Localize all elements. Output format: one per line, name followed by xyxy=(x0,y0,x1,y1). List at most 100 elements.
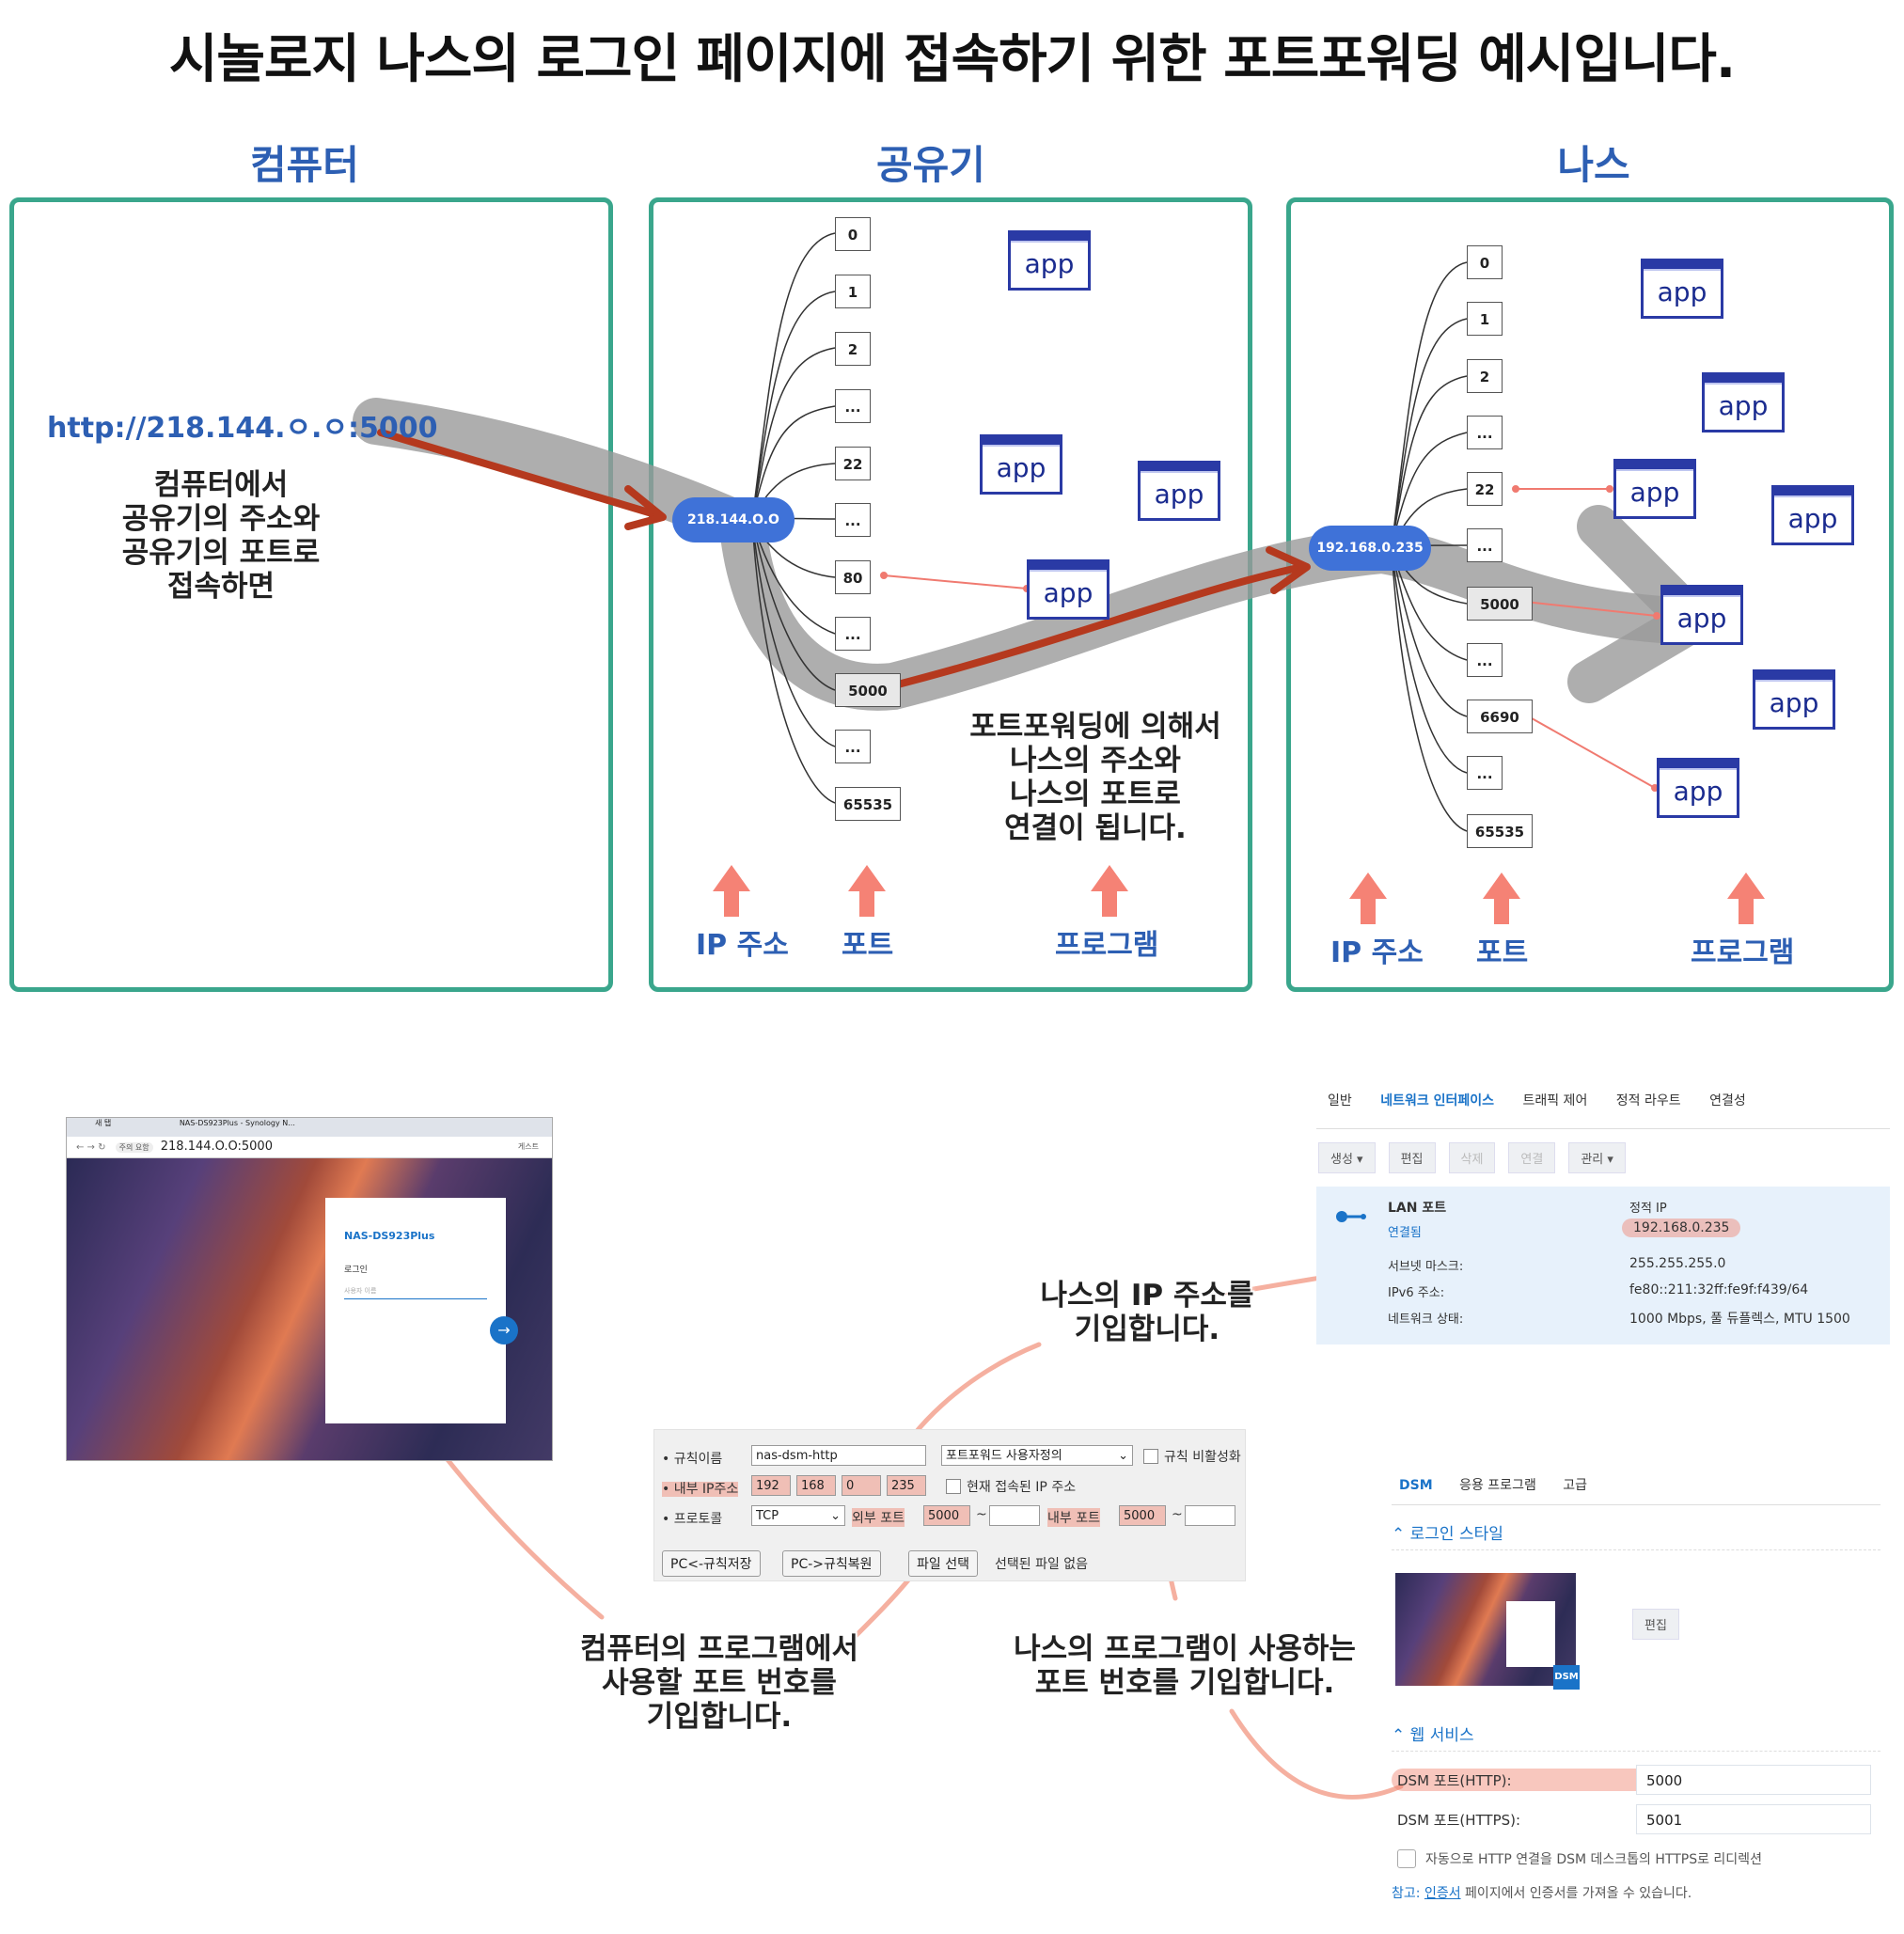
computer-panel xyxy=(9,197,613,992)
browser-tab[interactable]: NAS-DS923Plus - Synology N... xyxy=(179,1119,295,1127)
nas-port: 22 xyxy=(1467,472,1503,506)
nas-port: 0 xyxy=(1467,245,1503,279)
app-window-icon: app xyxy=(1753,669,1835,730)
up-arrows xyxy=(713,865,1765,924)
https-port-label: DSM 포트(HTTPS): xyxy=(1397,1812,1521,1829)
certificate-note: 참고: 인증서 페이지에서 인증서를 가져올 수 있습니다. xyxy=(1392,1886,1692,1901)
tab-dsm[interactable]: DSM xyxy=(1399,1478,1433,1493)
collapse-icon: ⌃ xyxy=(1392,1726,1410,1745)
nas-name: NAS-DS923Plus xyxy=(344,1230,435,1242)
tab-traffic[interactable]: 트래픽 제어 xyxy=(1522,1093,1588,1109)
router-program-label: 프로그램 xyxy=(1055,929,1159,962)
network-tabs: 일반 네트워크 인터페이스 트래픽 제어 정적 라우트 연결성 xyxy=(1316,1091,1890,1129)
internal-port-input[interactable]: 5000 xyxy=(1119,1505,1166,1526)
tab-static-route[interactable]: 정적 라우트 xyxy=(1615,1093,1681,1109)
dsm-logo-icon: DSM xyxy=(1553,1665,1580,1690)
router-caption: 포트포워딩에 의해서 나스의 주소와 나스의 포트로 연결이 됩니다. xyxy=(969,710,1221,845)
nas-port: 65535 xyxy=(1467,814,1533,848)
external-port-input[interactable]: 5000 xyxy=(923,1505,970,1526)
tab-connectivity[interactable]: 연결성 xyxy=(1709,1093,1746,1109)
nas-heading: 나스 xyxy=(1557,142,1630,188)
current-ip-checkbox[interactable] xyxy=(946,1479,961,1494)
restore-rules-button[interactable]: PC->규칙복원 xyxy=(782,1550,881,1577)
external-port-end-input[interactable] xyxy=(989,1505,1040,1526)
nas-port: ... xyxy=(1467,756,1503,790)
nas-port: 2 xyxy=(1467,359,1503,393)
login-style-thumbnail: DSM xyxy=(1395,1573,1580,1690)
nas-port-label: 포트 xyxy=(1476,936,1529,969)
browser-tab[interactable]: 새 탭 xyxy=(95,1119,112,1127)
tab-applications[interactable]: 응용 프로그램 xyxy=(1459,1478,1536,1493)
browser-tab-bar: 새 탭 NAS-DS923Plus - Synology N... xyxy=(67,1118,552,1137)
nas-program-label: 프로그램 xyxy=(1691,936,1795,969)
web-service-section[interactable]: ⌃ 웹 서비스 xyxy=(1392,1722,1880,1752)
create-button[interactable]: 생성 ▾ xyxy=(1318,1142,1376,1173)
http-port-input[interactable]: 5000 xyxy=(1636,1765,1871,1795)
browser-screenshot: 새 탭 NAS-DS923Plus - Synology N... ← → ↻ … xyxy=(66,1117,553,1461)
router-port: ... xyxy=(835,730,871,763)
tab-network-interface[interactable]: 네트워크 인터페이스 xyxy=(1380,1093,1495,1109)
http-port-row: DSM 포트(HTTP): 5000 xyxy=(1392,1761,1880,1800)
disable-rule-label: 규칙 비활성화 xyxy=(1164,1450,1241,1465)
edit-button[interactable]: 편집 xyxy=(1388,1142,1436,1173)
redirect-label: 자동으로 HTTP 연결을 DSM 데스크톱의 HTTPS로 리디렉션 xyxy=(1425,1852,1762,1867)
ip-octet-input[interactable]: 235 xyxy=(887,1475,926,1496)
nas-ip-label: IP 주소 xyxy=(1330,936,1424,969)
router-port: ... xyxy=(835,389,871,423)
certificate-link[interactable]: 인증서 xyxy=(1424,1886,1461,1901)
app-window-icon: app xyxy=(1657,758,1739,818)
subnet-value: 255.255.255.0 xyxy=(1629,1256,1726,1271)
computer-caption: 컴퓨터에서 공유기의 주소와 공유기의 포트로 접속하면 xyxy=(121,468,321,604)
router-port-label: 포트 xyxy=(842,929,894,962)
router-port-lines xyxy=(751,232,836,804)
dsm-tabs: DSM 응용 프로그램 고급 xyxy=(1392,1467,1880,1505)
connect-button[interactable]: 연결 xyxy=(1508,1142,1556,1173)
ip-octet-input[interactable]: 168 xyxy=(796,1475,836,1496)
nas-ip-node: 192.168.0.235 xyxy=(1309,526,1431,571)
username-field[interactable]: 사용자 이름 xyxy=(344,1286,487,1299)
edit-login-style-button[interactable]: 편집 xyxy=(1632,1609,1679,1640)
https-port-input[interactable]: 5001 xyxy=(1636,1804,1871,1834)
protocol-select[interactable]: TCP⌄ xyxy=(751,1505,845,1526)
lan-port-panel[interactable]: LAN 포트 연결됨 정적 IP 192.168.0.235 서브넷 마스크: … xyxy=(1316,1187,1890,1344)
ip-octet-input[interactable]: 0 xyxy=(842,1475,881,1496)
choose-file-button[interactable]: 파일 선택 xyxy=(908,1550,978,1577)
nas-port: ... xyxy=(1467,416,1503,449)
login-style-row: DSM 편집 xyxy=(1392,1562,1880,1693)
disable-rule-checkbox[interactable] xyxy=(1143,1449,1158,1464)
rule-name-input[interactable]: nas-dsm-http xyxy=(751,1445,926,1466)
router-port: 22 xyxy=(835,447,871,480)
internal-port-label: 내부 포트 xyxy=(1047,1508,1100,1527)
redirect-checkbox[interactable] xyxy=(1397,1849,1416,1868)
flow-arrows xyxy=(377,429,1311,688)
guest-badge[interactable]: 게스트 xyxy=(517,1142,539,1151)
manage-button[interactable]: 관리 ▾ xyxy=(1568,1142,1626,1173)
internal-ip-label: • 내부 IP주소 xyxy=(662,1482,739,1497)
no-file-text: 선택된 파일 없음 xyxy=(995,1557,1089,1572)
computer-heading: 컴퓨터 xyxy=(250,142,359,188)
ip-octet-input[interactable]: 192 xyxy=(751,1475,791,1496)
login-card: NAS-DS923Plus 로그인 사용자 이름 xyxy=(325,1198,506,1423)
login-background: NAS-DS923Plus 로그인 사용자 이름 → xyxy=(67,1158,552,1460)
redirect-row: 자동으로 HTTP 연결을 DSM 데스크톱의 HTTPS로 리디렉션 xyxy=(1392,1840,1880,1878)
login-arrow-icon[interactable]: → xyxy=(490,1316,518,1344)
nas-port: ... xyxy=(1467,643,1503,677)
https-port-row: DSM 포트(HTTPS): 5001 xyxy=(1392,1800,1880,1840)
app-window-icon: app xyxy=(1008,230,1091,291)
nas-port: 1 xyxy=(1467,302,1503,336)
rule-preset-select[interactable]: 포트포워드 사용자정의⌄ xyxy=(941,1445,1133,1466)
delete-button[interactable]: 삭제 xyxy=(1448,1142,1496,1173)
security-indicator[interactable]: 주의 요함 xyxy=(115,1142,153,1153)
ipv6-value: fe80::211:32ff:fe9f:f439/64 xyxy=(1629,1282,1809,1297)
tab-general[interactable]: 일반 xyxy=(1328,1093,1352,1109)
internal-port-end-input[interactable] xyxy=(1185,1505,1235,1526)
save-rules-button[interactable]: PC<-규칙저장 xyxy=(662,1550,761,1577)
nas-port: 6690 xyxy=(1467,700,1533,733)
login-style-section[interactable]: ⌃ 로그인 스타일 xyxy=(1392,1520,1880,1550)
tab-advanced[interactable]: 고급 xyxy=(1563,1478,1588,1493)
lan-connected-icon xyxy=(1335,1209,1367,1222)
router-port: 2 xyxy=(835,332,871,366)
router-port: ... xyxy=(835,617,871,651)
browser-address-bar[interactable]: ← → ↻ 주의 요함 218.144.O.O:5000 게스트 xyxy=(67,1137,552,1158)
lan-status: 연결됨 xyxy=(1388,1226,1422,1240)
